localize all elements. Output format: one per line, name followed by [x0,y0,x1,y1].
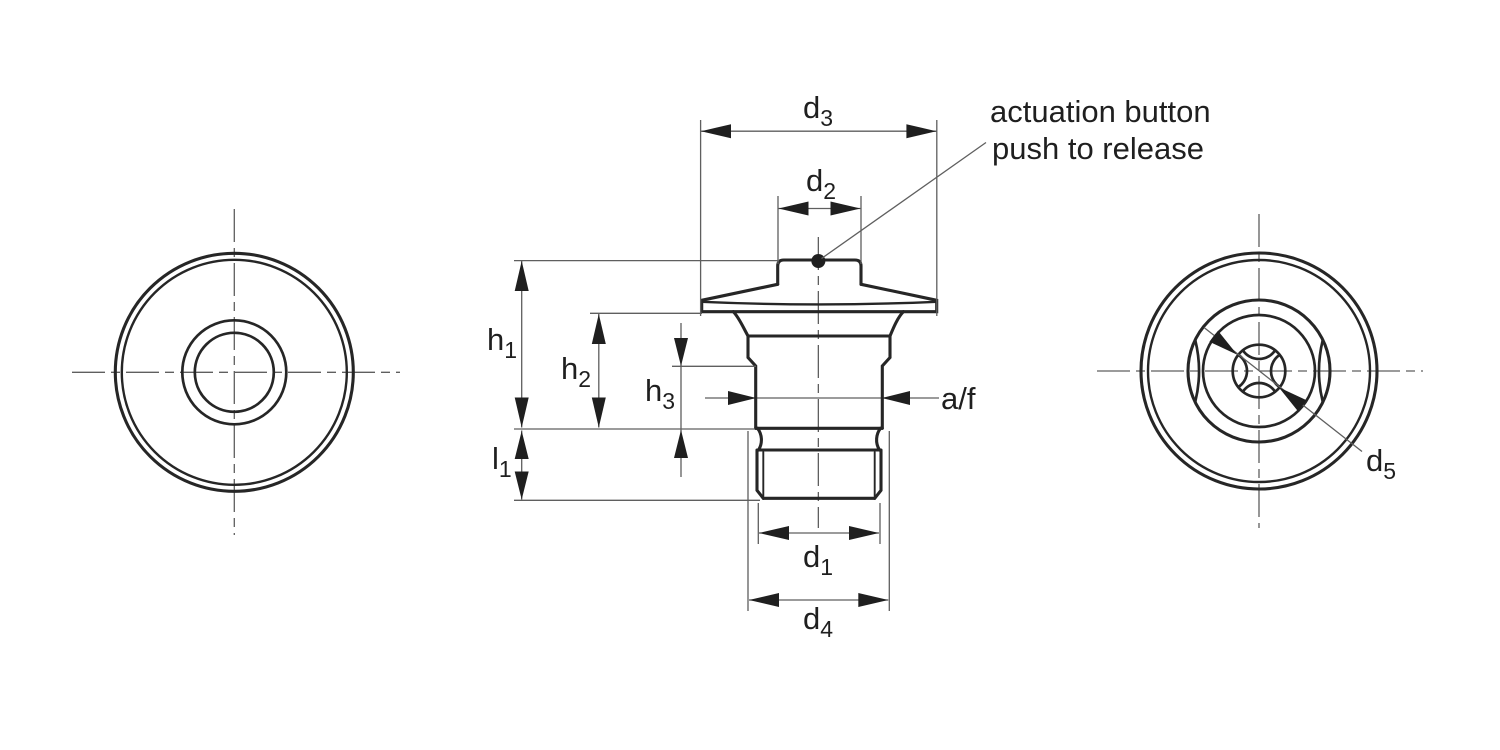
d5-arrow-bottom [1278,387,1307,412]
dimension-d4: d4 [747,431,890,642]
right-view-ring-inner-circle [1201,313,1317,429]
h2-arrow-top [591,314,606,344]
h2-dimension-lines [590,312,702,428]
dimension-h2: h2 [561,312,702,428]
dim-label-d3: d3 [803,90,833,131]
d1-arrow-right [849,526,879,540]
left-view-outer-inner-circle [120,258,349,486]
right-view-ring-outer-circle [1186,298,1332,444]
d4-arrow-left [749,593,779,607]
af-arrow-left [728,391,757,405]
dimension-af: a/f [728,381,976,416]
h3-arrow-bottom [674,430,688,458]
body-right-side [880,334,892,430]
dimension-h3: h3 [645,323,756,477]
thread-relief-right [875,426,883,452]
cross-recess-top-arc [1241,349,1277,361]
h1-arrow-top [514,261,529,291]
left-view-outer-circle [113,251,355,493]
body-left-side [746,334,758,430]
dim-label-d2: d2 [806,163,836,204]
neck-fillet-right [888,310,905,338]
dimension-d2: d2 [777,163,862,264]
actuation-point-dot [811,254,826,268]
af-arrow-right [881,391,910,405]
thread-left-side [755,448,765,500]
annotation-leader-line [821,141,987,260]
dimension-d3: d3 [699,90,938,316]
flange-outline [700,282,939,314]
thread-relief-left [755,426,763,452]
annotation-line1: actuation button [990,94,1211,129]
d3-arrow-left [701,124,731,139]
l1-arrow-top [514,431,529,459]
left-view-ring-inner-circle [193,331,276,414]
right-view-outer-circle [1139,251,1379,491]
cross-recess-circle [1231,343,1287,399]
d3-dimension-lines [699,120,938,316]
d4-arrow-right [858,593,889,607]
d3-arrow-right [906,124,937,139]
annotation-actuation-button: actuation button push to release [821,94,1211,260]
cross-recess-bottom-arc [1241,381,1277,393]
side-flat-arc-left [1193,338,1201,404]
h3-arrow-top [674,338,688,366]
dim-label-af: a/f [941,381,976,416]
dimension-l1: l1 [492,430,760,501]
dim-label-l1: l1 [492,441,512,482]
d5-arrow-top [1209,330,1238,355]
right-view-outer-inner-circle [1146,258,1372,484]
dim-label-d5: d5 [1366,443,1396,484]
front-view [700,237,939,528]
flange-rim-edge [700,300,938,306]
side-flat-arc-right [1317,338,1325,404]
dim-label-h1: h1 [487,322,517,363]
d2-arrow-right [830,201,861,216]
h2-arrow-bottom [591,397,606,428]
dimension-d1: d1 [757,503,881,580]
d2-arrow-left [778,201,809,216]
dimension-h1: h1 [487,259,779,430]
d1-arrow-left [759,526,789,540]
neck-fillet-left [731,310,750,338]
dim-label-d1: d1 [803,539,833,580]
annotation-line2: push to release [992,131,1204,166]
h1-arrow-bottom [514,397,529,428]
thread-right-side [873,448,883,500]
l1-dimension-lines [514,430,760,501]
d1-dimension-lines [757,503,881,544]
left-view-ring-outer-circle [180,318,288,426]
left-view [72,209,400,535]
dim-label-d4: d4 [803,601,833,642]
l1-arrow-bottom [514,471,529,500]
dimension-d5: d5 [1203,326,1396,484]
dim-label-h2: h2 [561,351,591,392]
dim-label-h3: h3 [645,373,675,414]
